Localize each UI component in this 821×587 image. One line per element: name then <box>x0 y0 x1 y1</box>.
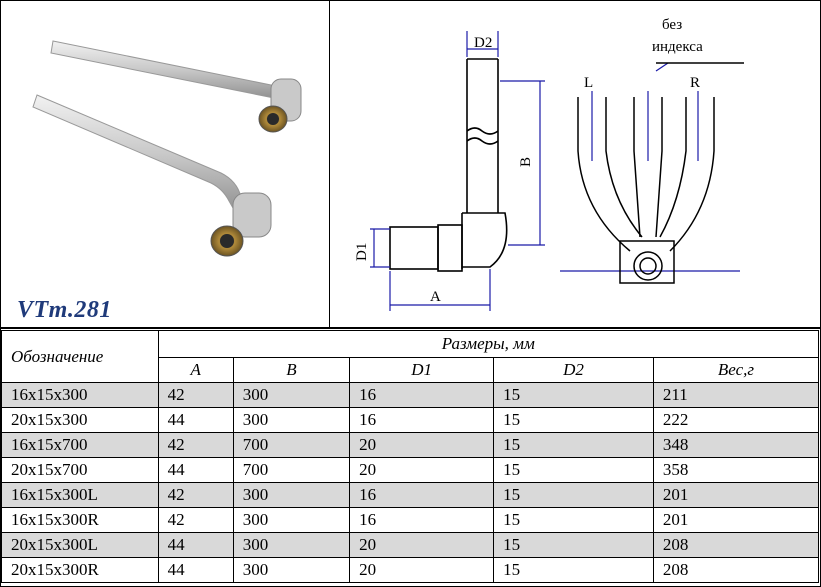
cell-d1: 16 <box>349 507 495 533</box>
right-version-label: R <box>690 75 700 91</box>
cell-a: 44 <box>157 557 234 583</box>
cell-w: 222 <box>652 407 820 433</box>
product-photo-panel: VTm.281 <box>1 1 328 327</box>
cell-name: 20x15x300R <box>1 557 159 583</box>
cell-b: 300 <box>232 532 351 558</box>
left-version-label: L <box>584 75 593 91</box>
technical-drawing: D2 B D1 A L R без индекса <box>354 17 744 311</box>
cell-name: 20x15x300L <box>1 532 159 558</box>
cell-b: 700 <box>232 457 351 483</box>
cell-b: 700 <box>232 432 351 458</box>
cell-d1: 16 <box>349 482 495 508</box>
cell-a: 44 <box>157 457 234 483</box>
product-photo <box>32 40 302 257</box>
cell-a: 44 <box>157 532 234 558</box>
cell-w: 348 <box>652 432 820 458</box>
cell-d2: 15 <box>493 507 654 533</box>
dim-d2-label: D2 <box>474 35 492 51</box>
cell-a: 42 <box>157 507 234 533</box>
cell-d1: 20 <box>349 457 495 483</box>
cell-w: 358 <box>652 457 820 483</box>
cell-w: 208 <box>652 532 820 558</box>
specs-table: Обозначение Размеры, мм A B D1 D2 Вес,г … <box>1 330 820 583</box>
cell-d2: 15 <box>493 407 654 433</box>
cell-name: 16x15x300L <box>1 482 159 508</box>
no-index-note-line2: индекса <box>652 39 703 55</box>
cell-b: 300 <box>232 507 351 533</box>
cell-b: 300 <box>232 482 351 508</box>
cell-d2: 15 <box>493 482 654 508</box>
dim-d1-label: D1 <box>354 243 370 261</box>
cell-b: 300 <box>232 407 351 433</box>
col-header-a: A <box>157 357 234 383</box>
cell-b: 300 <box>232 557 351 583</box>
cell-a: 42 <box>157 432 234 458</box>
cell-name: 16x15x700 <box>1 432 159 458</box>
cell-d2: 15 <box>493 432 654 458</box>
cell-d2: 15 <box>493 382 654 408</box>
technical-drawing-panel: D2 B D1 A L R без индекса <box>329 1 820 327</box>
section-divider <box>0 327 821 329</box>
sizes-header: Размеры, мм <box>157 330 820 358</box>
designation-header: Обозначение <box>1 330 159 383</box>
cell-a: 42 <box>157 382 234 408</box>
cell-d1: 20 <box>349 432 495 458</box>
cell-d2: 15 <box>493 557 654 583</box>
cell-w: 211 <box>652 382 820 408</box>
cell-w: 201 <box>652 482 820 508</box>
dim-a-label: A <box>430 289 441 305</box>
col-header-weight: Вес,г <box>652 357 820 383</box>
cell-d1: 16 <box>349 382 495 408</box>
cell-d2: 15 <box>493 457 654 483</box>
cell-w: 208 <box>652 557 820 583</box>
cell-d1: 20 <box>349 532 495 558</box>
no-index-note-line1: без <box>662 17 682 33</box>
col-header-d1: D1 <box>349 357 495 383</box>
cell-w: 201 <box>652 507 820 533</box>
cell-name: 16x15x300R <box>1 507 159 533</box>
model-label: VTm.281 <box>17 297 112 323</box>
cell-b: 300 <box>232 382 351 408</box>
cell-a: 44 <box>157 407 234 433</box>
cell-d1: 16 <box>349 407 495 433</box>
cell-d1: 20 <box>349 557 495 583</box>
cell-name: 16x15x300 <box>1 382 159 408</box>
cell-name: 20x15x300 <box>1 407 159 433</box>
col-header-b: B <box>232 357 351 383</box>
col-header-d2: D2 <box>493 357 654 383</box>
dim-b-label: B <box>518 157 534 167</box>
cell-a: 42 <box>157 482 234 508</box>
cell-d2: 15 <box>493 532 654 558</box>
cell-name: 20x15x700 <box>1 457 159 483</box>
